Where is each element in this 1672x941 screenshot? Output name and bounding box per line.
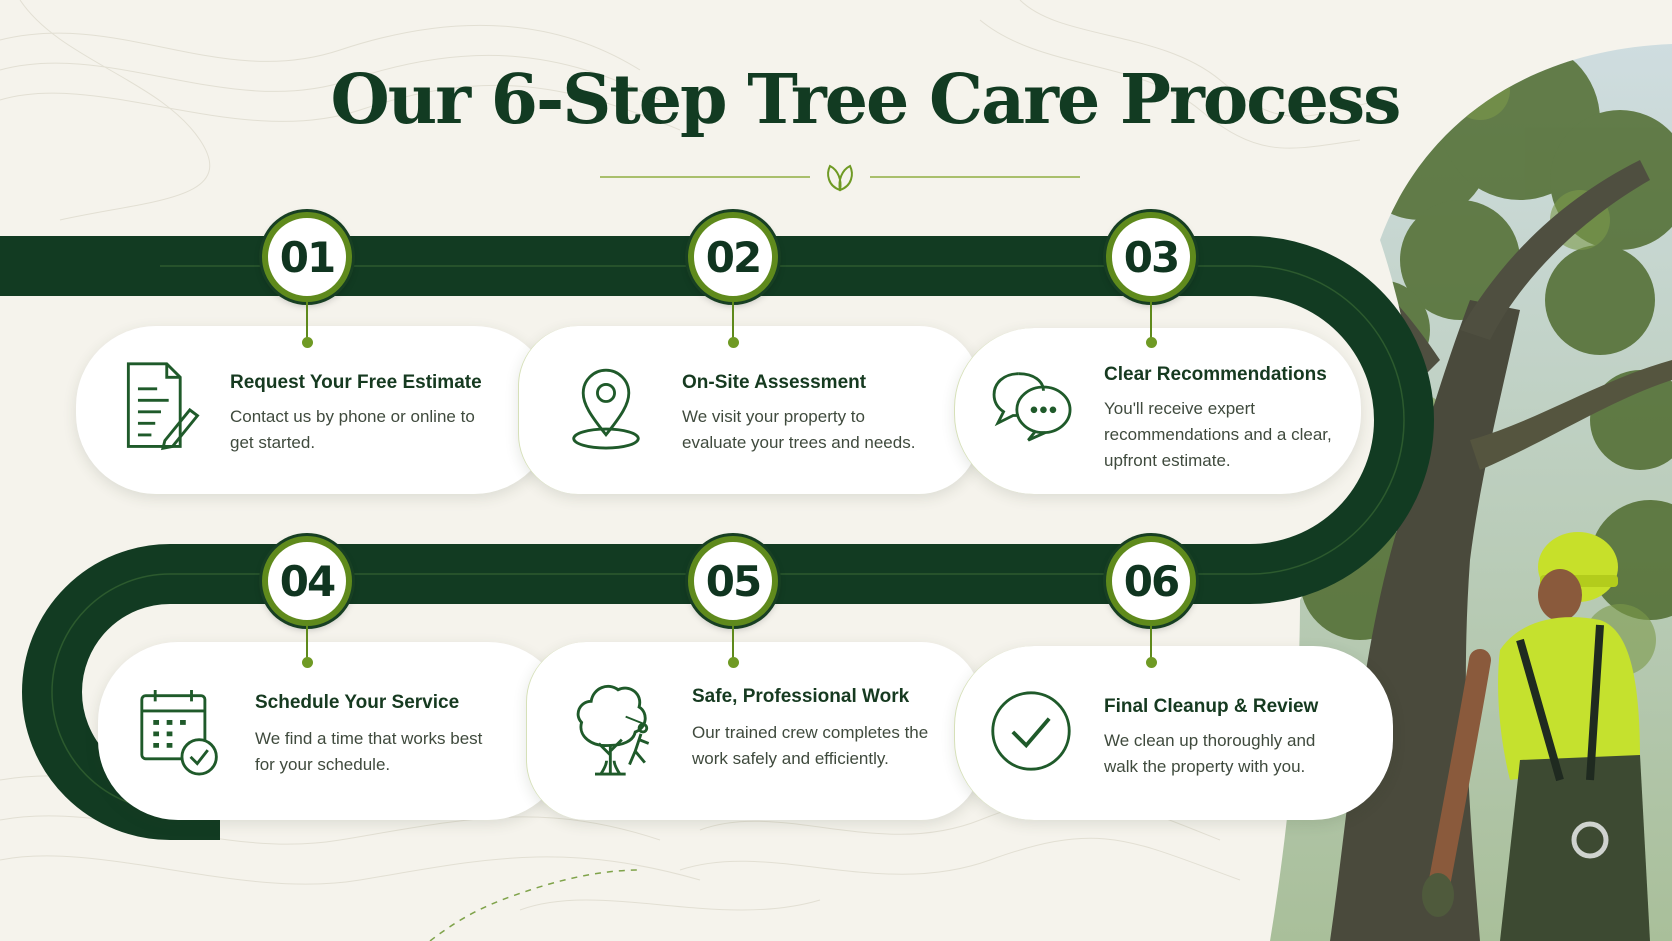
check-circle-icon xyxy=(991,691,1071,771)
step-card-5 xyxy=(526,642,981,820)
connector-dot xyxy=(728,657,739,668)
step-card-6 xyxy=(954,646,1393,820)
connector-dot xyxy=(302,657,313,668)
step-card-3 xyxy=(954,328,1361,494)
connector-dot xyxy=(1146,337,1157,348)
step-badge-4: 04 xyxy=(262,536,352,626)
location-pin-icon xyxy=(572,368,640,450)
step-desc-4: We find a time that works best for your … xyxy=(255,729,483,774)
step-badge-6: 06 xyxy=(1106,536,1196,626)
step-title-4: Schedule Your Service xyxy=(255,692,460,713)
step-desc-2: We visit your property to evaluate your … xyxy=(682,407,916,452)
connector-dot xyxy=(728,337,739,348)
step-title-6: Final Cleanup & Review xyxy=(1104,696,1319,717)
step-card-2 xyxy=(518,326,979,494)
step-title-5: Safe, Professional Work xyxy=(692,686,910,707)
tree-climber-icon xyxy=(576,685,650,776)
step-desc-3: You'll receive expert recommendations an… xyxy=(1104,399,1332,470)
step-title-3: Clear Recommendations xyxy=(1104,364,1327,385)
step-badge-3: 03 xyxy=(1106,212,1196,302)
page-title: Our 6-Step Tree Care Process xyxy=(330,60,1402,140)
step-card-4 xyxy=(98,642,568,820)
leaf-icon xyxy=(827,164,853,192)
step-title-2: On-Site Assessment xyxy=(682,372,867,393)
step-badge-1: 01 xyxy=(262,212,352,302)
step-desc-5: Our trained crew completes the work safe… xyxy=(692,723,929,768)
title-divider xyxy=(600,160,1080,194)
chat-bubbles-icon xyxy=(992,372,1072,442)
step-badge-5: 05 xyxy=(688,536,778,626)
step-desc-1: Contact us by phone or online to get sta… xyxy=(230,407,475,452)
step-title-1: Request Your Free Estimate xyxy=(230,372,482,393)
step-desc-6: We clean up thoroughly and walk the prop… xyxy=(1104,731,1316,776)
step-card-1 xyxy=(76,326,554,494)
calendar-check-icon xyxy=(140,689,218,776)
document-pencil-icon xyxy=(126,362,200,451)
step-badge-2: 02 xyxy=(688,212,778,302)
connector-dot xyxy=(1146,657,1157,668)
connector-dot xyxy=(302,337,313,348)
